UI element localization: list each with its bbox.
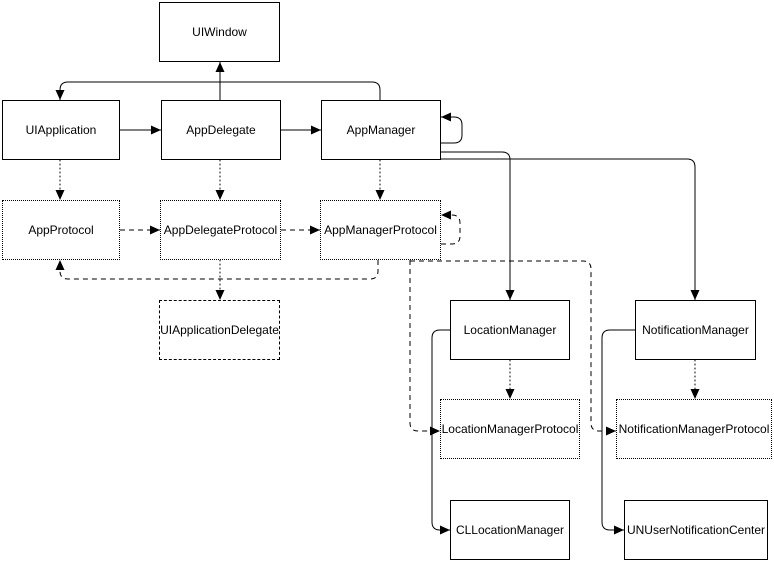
node-appmanager-label: AppManager [346,122,416,137]
node-uiapplicationdelegate-label: UIApplicationDelegate [160,322,279,337]
edge-appmanagerprotocol-notificationmanagerprotocol [410,260,616,436]
node-notificationmanagerprotocol: NotificationManagerProtocol [616,399,772,459]
edge-appmanagerprotocol-locationmanagerprotocol [409,260,440,436]
node-uiapplication-label: UIApplication [25,122,97,137]
node-uiapplication: UIApplication [2,100,120,160]
node-appprotocol: AppProtocol [2,200,120,260]
node-locationmanager-label: LocationManager [463,322,557,337]
node-uiwindow: UIWindow [159,2,280,62]
node-cllocationmanager: CLLocationManager [450,500,570,560]
node-unusernotificationcenter-label: UNUserNotificationCenter [626,522,766,537]
node-appdelegateprotocol-label: AppDelegateProtocol [163,222,278,237]
node-locationmanagerprotocol: LocationManagerProtocol [440,399,580,459]
node-uiwindow-label: UIWindow [192,24,247,39]
edge-appmanager-self-loop [441,112,463,144]
node-notificationmanagerprotocol-label: NotificationManagerProtocol [618,421,770,436]
node-appprotocol-label: AppProtocol [28,222,94,237]
node-unusernotificationcenter: UNUserNotificationCenter [624,500,768,560]
edge-appmanager-locationmanager [441,151,515,300]
node-appmanagerprotocol: AppManagerProtocol [320,200,441,260]
node-appdelegate: AppDelegate [161,100,281,160]
edge-appmanagerprotocol-appprotocol [55,260,379,280]
node-appdelegate-label: AppDelegate [186,122,256,137]
node-notificationmanager: NotificationManager [635,300,756,360]
edge-notificationmanager-unusernotificationcenter [601,329,635,535]
node-notificationmanager-label: NotificationManager [642,322,749,337]
edge-appmanager-uiapplication [55,81,381,100]
edge-appmanager-notificationmanager [441,158,700,300]
node-appmanager: AppManager [321,100,441,160]
node-appmanagerprotocol-label: AppManagerProtocol [324,222,437,237]
node-locationmanager: LocationManager [450,300,570,360]
edge-appmanagerprotocol-self-loop [441,210,461,245]
node-locationmanagerprotocol-label: LocationManagerProtocol [441,421,579,436]
node-uiapplicationdelegate: UIApplicationDelegate [159,300,280,360]
node-cllocationmanager-label: CLLocationManager [455,522,565,537]
node-appdelegateprotocol: AppDelegateProtocol [160,200,281,260]
